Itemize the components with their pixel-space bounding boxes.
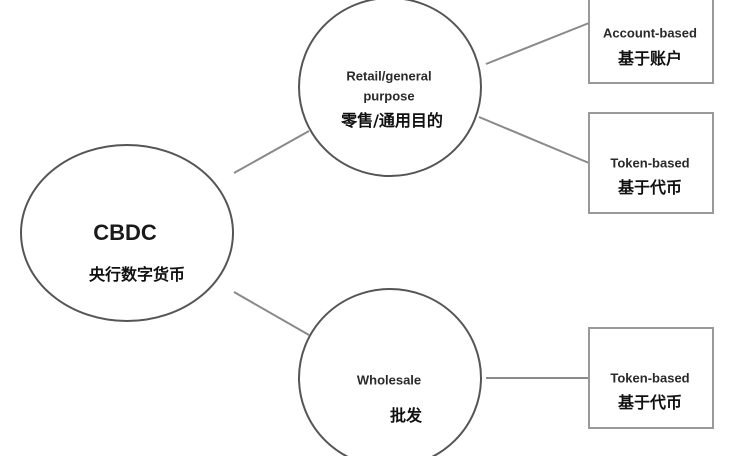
- account-based-label-en: Account-based: [603, 25, 697, 41]
- retail-label-en-1: Retail/general: [346, 68, 432, 84]
- retail-token-box: [588, 112, 714, 214]
- edge-cbdc-retail: [233, 130, 310, 174]
- cbdc-label-zh: 央行数字货币: [88, 265, 186, 284]
- account-based-label-zh: 基于账户: [617, 49, 683, 68]
- wholesale-label-en: Wholesale: [356, 372, 422, 388]
- wholesale-token-label-en: Token-based: [610, 370, 690, 386]
- retail-token-label-zh: 基于代币: [617, 178, 683, 197]
- wholesale-token-box: [588, 327, 714, 429]
- wholesale-node: [298, 288, 482, 456]
- retail-label-en-2: purpose: [363, 88, 415, 104]
- edge-retail-token: [478, 116, 590, 164]
- edge-retail-account: [485, 22, 590, 65]
- retail-token-label-en: Token-based: [610, 155, 690, 171]
- cbdc-label-en: CBDC: [93, 220, 157, 245]
- wholesale-token-label-zh: 基于代币: [617, 393, 683, 412]
- retail-node: [298, 0, 482, 177]
- wholesale-label-zh: 批发: [389, 406, 423, 425]
- account-based-box: [588, 0, 714, 84]
- edge-cbdc-wholesale: [233, 291, 310, 336]
- cbdc-node: [20, 144, 234, 322]
- retail-label-zh: 零售/通用目的: [341, 111, 443, 130]
